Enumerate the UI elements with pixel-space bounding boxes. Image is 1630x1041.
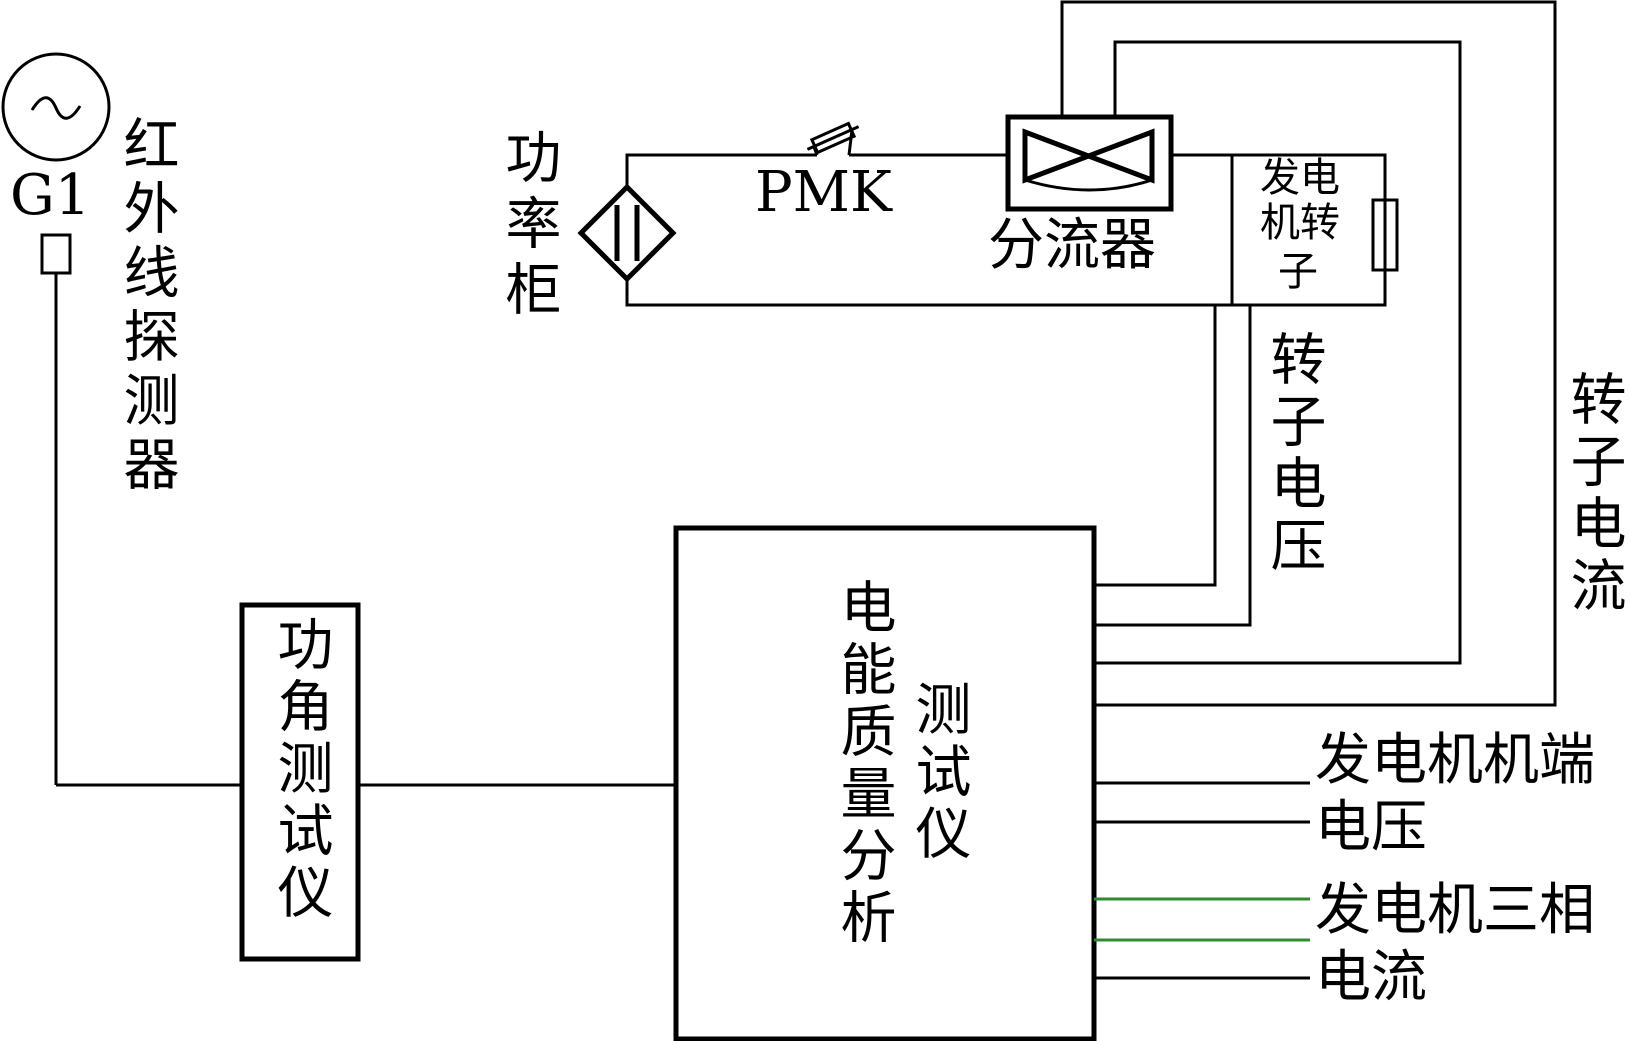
infrared-probe-label: 红外线探测器: [114, 115, 179, 499]
rotor-current-wire-outer: [1060, 0, 1557, 707]
rotor-voltage-wire-2: [1094, 305, 1252, 627]
generator-rotor-label-2: 机转: [1260, 200, 1340, 246]
top-wire-left: [625, 153, 817, 187]
rotor-current-label: 转子电流: [1561, 370, 1626, 618]
rectifier-diamond-icon: [577, 183, 677, 283]
rotor-voltage-label: 转子电压: [1261, 330, 1326, 578]
terminal-voltage-label-2: 电压: [1315, 795, 1427, 860]
power-cabinet-label: 功率柜: [496, 128, 561, 326]
shunt-label: 分流器: [988, 213, 1156, 278]
analyzer-label-right: 测试仪: [906, 680, 971, 866]
main-loop-wire: [625, 153, 1387, 307]
pmk-label: PMK: [755, 160, 892, 225]
rotor-voltage-wire-1: [1094, 305, 1217, 587]
shunt-arc: [1024, 178, 1153, 192]
generator-symbol: [1, 52, 111, 162]
shunt-bowtie-icon: [1022, 128, 1155, 184]
analyzer-label-left: 电能质量分析: [831, 578, 896, 950]
pmk-fuse-icon: [806, 121, 860, 155]
generator-rotor-label-3: 子: [1278, 249, 1318, 295]
rotor-resistor-icon: [1371, 198, 1399, 272]
shunt-box: [1005, 114, 1174, 212]
fuse-lead-right: [847, 129, 854, 156]
fuse-lead-left: [812, 146, 819, 156]
generator-rotor-label-1: 发电: [1260, 155, 1340, 201]
rotor-current-wire-inner: [1094, 40, 1462, 665]
three-phase-current-label-2: 电流: [1315, 945, 1427, 1010]
generator-label: G1: [10, 163, 91, 228]
three-phase-current-label-1: 发电机三相: [1315, 878, 1595, 943]
power-angle-tester-label: 功角测试仪: [268, 615, 333, 925]
terminal-voltage-label-1: 发电机机端: [1315, 728, 1595, 793]
ac-wave-icon: [30, 96, 82, 120]
power-angle-tester-box: [239, 602, 361, 962]
infrared-probe-sensor: [40, 233, 72, 275]
